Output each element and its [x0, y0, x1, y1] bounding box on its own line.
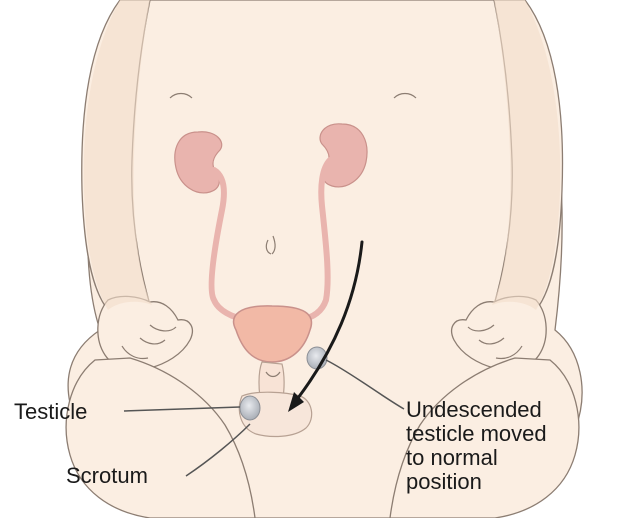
- undescended-label-line-3: to normal: [406, 446, 547, 470]
- scrotum-label: Scrotum: [66, 464, 148, 488]
- undescended-label-line-4: position: [406, 470, 547, 494]
- undescended-label-line-2: testicle moved: [406, 422, 547, 446]
- undescended-testicle-label: Undescended testicle moved to normal pos…: [406, 398, 547, 494]
- testicle-label: Testicle: [14, 400, 87, 424]
- testicle-normal: [240, 396, 260, 420]
- undescended-label-line-1: Undescended: [406, 398, 547, 422]
